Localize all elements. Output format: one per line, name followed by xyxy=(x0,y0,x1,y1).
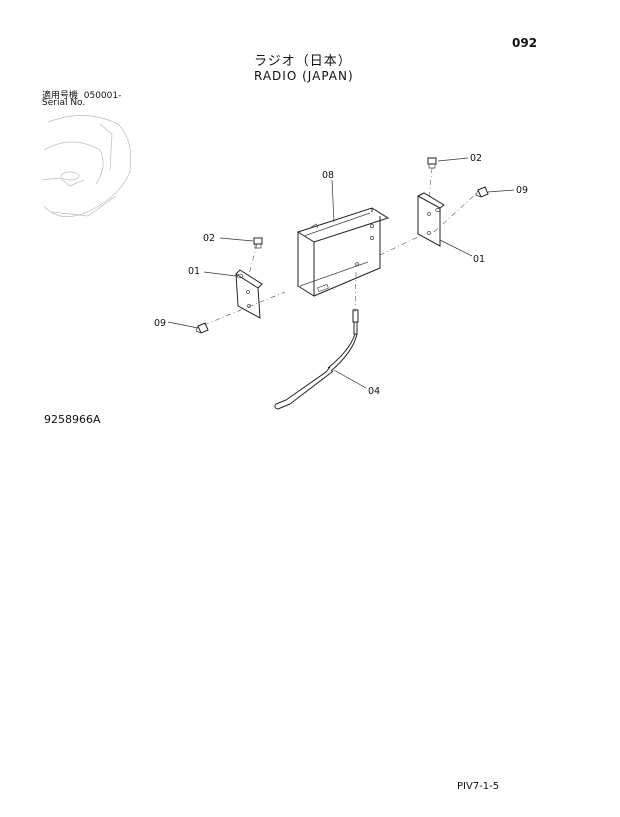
callout-02-upper: 02 xyxy=(470,153,482,164)
title-japanese: ラジオ（日本） xyxy=(254,54,352,69)
antenna-cable xyxy=(274,309,359,410)
assembly-centerline xyxy=(203,191,479,326)
leader-lines xyxy=(167,157,515,389)
callout-01-right: 01 xyxy=(473,254,485,265)
footer-code: PIV7-1-5 xyxy=(457,781,500,792)
callout-08: 08 xyxy=(322,170,334,181)
serial-info: 適用号機 050001- xyxy=(42,88,121,101)
callout-01-left: 01 xyxy=(188,266,200,277)
serial-label-en: Serial No. xyxy=(42,98,86,108)
bolt-left xyxy=(253,237,263,249)
bolt-axis-left xyxy=(247,243,258,279)
serial-label-jp: 適用号機 xyxy=(42,91,79,101)
serial-value: 050001- xyxy=(83,91,122,101)
callout-09-left: 09 xyxy=(154,318,166,329)
bolt-axis-right xyxy=(428,167,433,199)
bracket-right xyxy=(417,192,445,247)
bracket-left xyxy=(235,269,263,319)
screw-right xyxy=(475,186,489,198)
bolt-right xyxy=(427,157,437,169)
drawing-number: 9258966A xyxy=(44,413,101,426)
callout-09-right: 09 xyxy=(516,185,528,196)
callout-02-left: 02 xyxy=(203,233,215,244)
title-english: RADIO (JAPAN) xyxy=(254,69,354,83)
callout-04: 04 xyxy=(368,386,380,397)
radio-box xyxy=(296,207,390,297)
page-number: 092 xyxy=(512,36,538,50)
location-sketch xyxy=(41,115,132,217)
antenna-axis xyxy=(354,271,357,313)
